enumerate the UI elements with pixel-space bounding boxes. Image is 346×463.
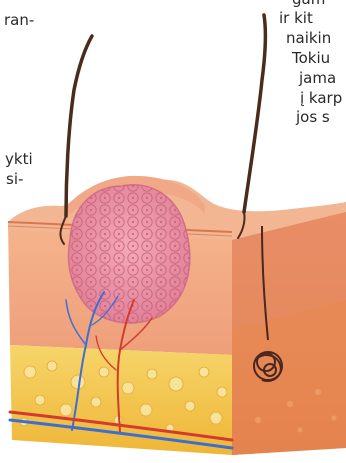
block-side-face	[232, 205, 346, 455]
subcutaneous-fat-layer	[10, 345, 232, 455]
